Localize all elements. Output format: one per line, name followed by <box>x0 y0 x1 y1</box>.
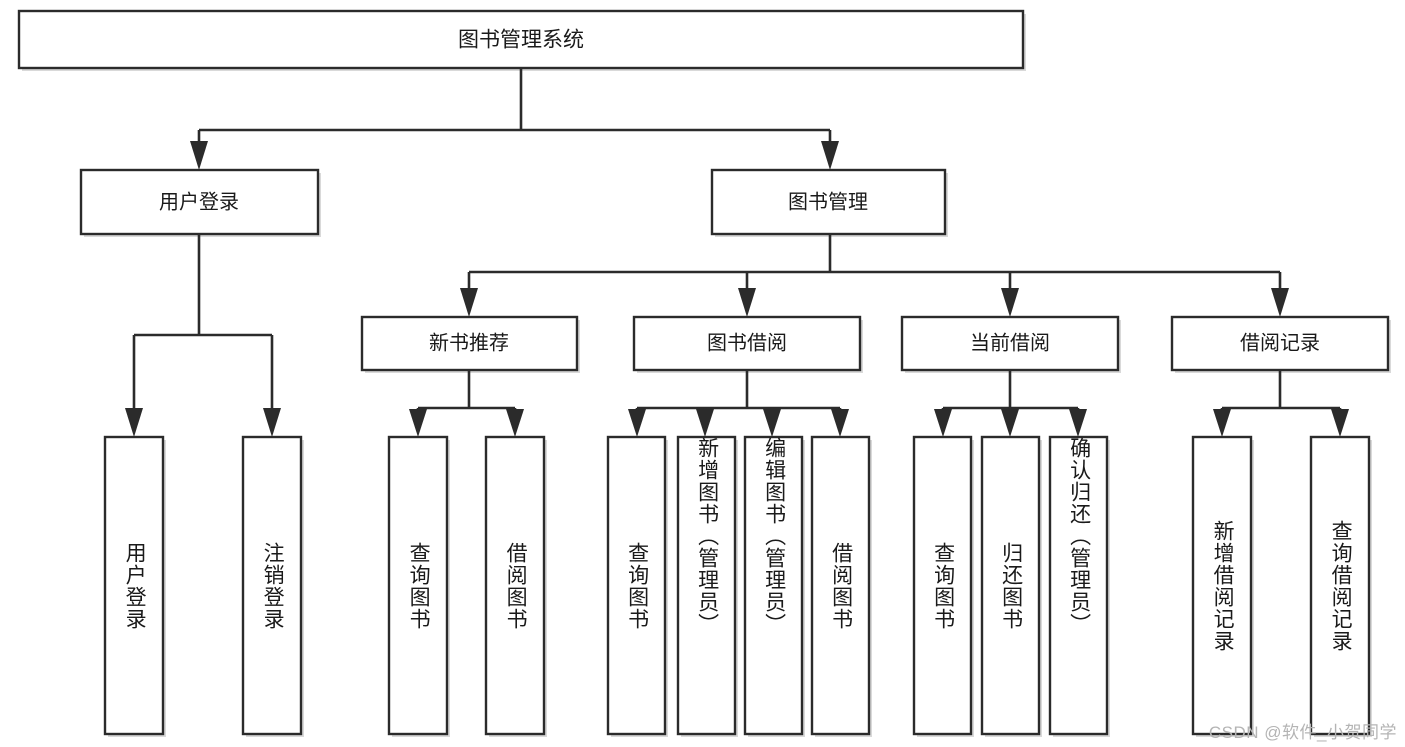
arrowhead-book-borrow-leaf-2 <box>763 409 781 437</box>
node-book-manage-label: 图书管理 <box>788 190 868 213</box>
arrowhead-user-login <box>190 141 208 170</box>
arrowhead-new-book <box>460 288 478 317</box>
arrowhead-book-borrow <box>738 288 756 317</box>
node-user-login-box[interactable] <box>79 168 320 236</box>
arrowhead-user-login-leaf-0 <box>125 408 143 437</box>
arrowhead-current-borrow-leaf-0 <box>934 409 952 437</box>
leaf-new-book-0-box[interactable] <box>387 435 449 736</box>
node-current-borrow-box[interactable] <box>900 315 1120 372</box>
arrowhead-current-borrow-leaf-2 <box>1069 409 1087 437</box>
leaf-book-borrow-1-box[interactable] <box>676 435 737 736</box>
leaf-current-borrow-2-box[interactable] <box>1048 435 1109 736</box>
node-book-manage-box[interactable] <box>710 168 947 236</box>
arrowhead-current-borrow-leaf-1 <box>1001 409 1019 437</box>
arrowhead-book-borrow-leaf-0 <box>628 409 646 437</box>
arrowhead-new-book-leaf-0 <box>409 409 427 437</box>
node-borrow-record-label: 借阅记录 <box>1240 331 1320 354</box>
arrowhead-new-book-leaf-1 <box>506 409 524 437</box>
leaf-book-borrow-3-box[interactable] <box>810 435 871 736</box>
leaf-user-login-1-box[interactable] <box>241 435 303 736</box>
node-new-book-box[interactable] <box>360 315 579 372</box>
leaf-book-borrow-0-box[interactable] <box>606 435 667 736</box>
watermark-text: CSDN @软件_小贺同学 <box>1208 723 1397 742</box>
node-book-borrow-label: 图书借阅 <box>707 331 787 354</box>
node-current-borrow-label: 当前借阅 <box>970 331 1050 354</box>
arrowhead-book-manage <box>821 141 839 170</box>
arrowhead-book-borrow-leaf-3 <box>831 409 849 437</box>
node-new-book-label: 新书推荐 <box>429 331 509 354</box>
leaf-new-book-1-box[interactable] <box>484 435 546 736</box>
leaf-borrow-record-0-box[interactable] <box>1191 435 1253 736</box>
root-node-label: 图书管理系统 <box>458 29 584 52</box>
arrowhead-current-borrow <box>1001 288 1019 317</box>
leaf-book-borrow-2-box[interactable] <box>743 435 804 736</box>
arrowhead-book-borrow-leaf-1 <box>696 409 714 437</box>
arrowhead-borrow-record <box>1271 288 1289 317</box>
leaf-borrow-record-1-box[interactable] <box>1309 435 1371 736</box>
node-borrow-record-box[interactable] <box>1170 315 1390 372</box>
arrowhead-user-login-leaf-1 <box>263 408 281 437</box>
arrowhead-borrow-record-leaf-1 <box>1331 409 1349 437</box>
leaf-current-borrow-0-box[interactable] <box>912 435 973 736</box>
arrowhead-borrow-record-leaf-0 <box>1213 409 1231 437</box>
leaf-user-login-0-box[interactable] <box>103 435 165 736</box>
node-user-login-label: 用户登录 <box>159 190 239 213</box>
leaf-current-borrow-1-box[interactable] <box>980 435 1041 736</box>
root-node-box[interactable] <box>17 9 1025 70</box>
